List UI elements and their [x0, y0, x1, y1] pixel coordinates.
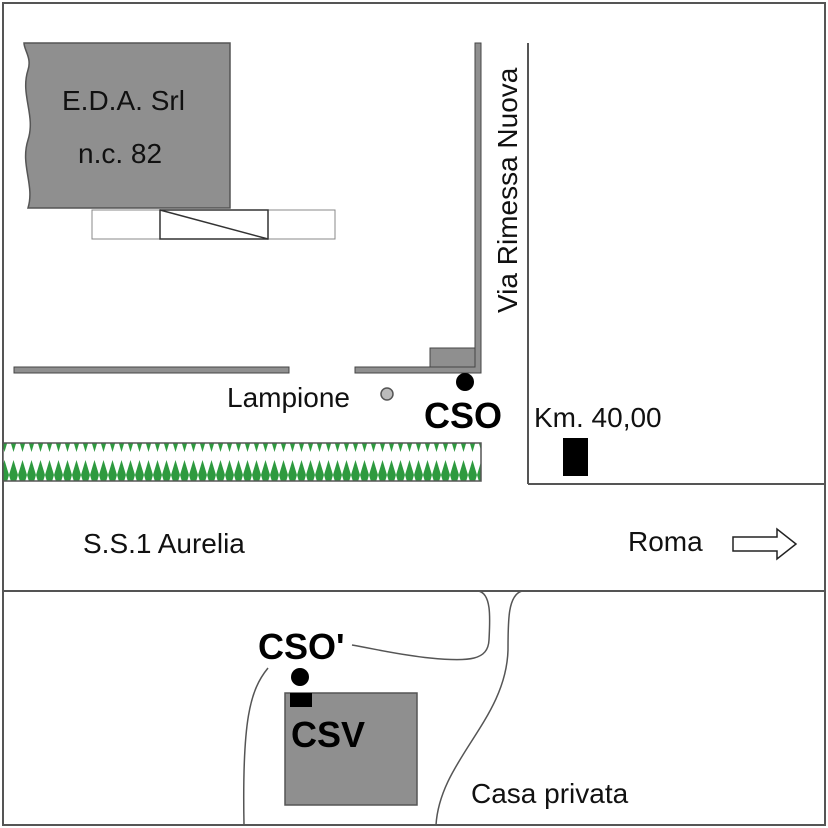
km-label: Km. 40,00	[534, 402, 662, 433]
building-name: E.D.A. Srl	[62, 85, 185, 116]
gate-diagonal	[159, 209, 269, 240]
building-number: n.c. 82	[78, 138, 162, 169]
wall-left	[13, 366, 290, 374]
csv-building	[284, 692, 418, 806]
cso-point	[456, 373, 474, 391]
gate-center	[159, 209, 269, 240]
km-marker	[563, 438, 588, 476]
csv-marker	[290, 693, 312, 707]
cso-prime-point	[291, 668, 309, 686]
side-road-label: Via Rimessa Nuova	[492, 67, 523, 313]
eda-building	[23, 42, 231, 209]
cso-label: CSO	[424, 395, 502, 436]
private-house-label: Casa privata	[471, 778, 629, 809]
cso-prime-label: CSO'	[258, 626, 345, 667]
wall-right	[354, 42, 482, 374]
wall-corner-block	[429, 347, 476, 368]
direction-label: Roma	[628, 526, 703, 557]
csv-label: CSV	[291, 714, 365, 755]
driveway-left	[3, 590, 491, 661]
driveway-right	[435, 590, 825, 826]
hedge	[2, 442, 482, 482]
driveway-edge-left	[242, 667, 269, 826]
roma-arrow-icon	[732, 527, 798, 561]
streetlight-icon	[380, 387, 394, 401]
main-road-label: S.S.1 Aurelia	[83, 528, 245, 559]
streetlight-label: Lampione	[227, 382, 350, 413]
